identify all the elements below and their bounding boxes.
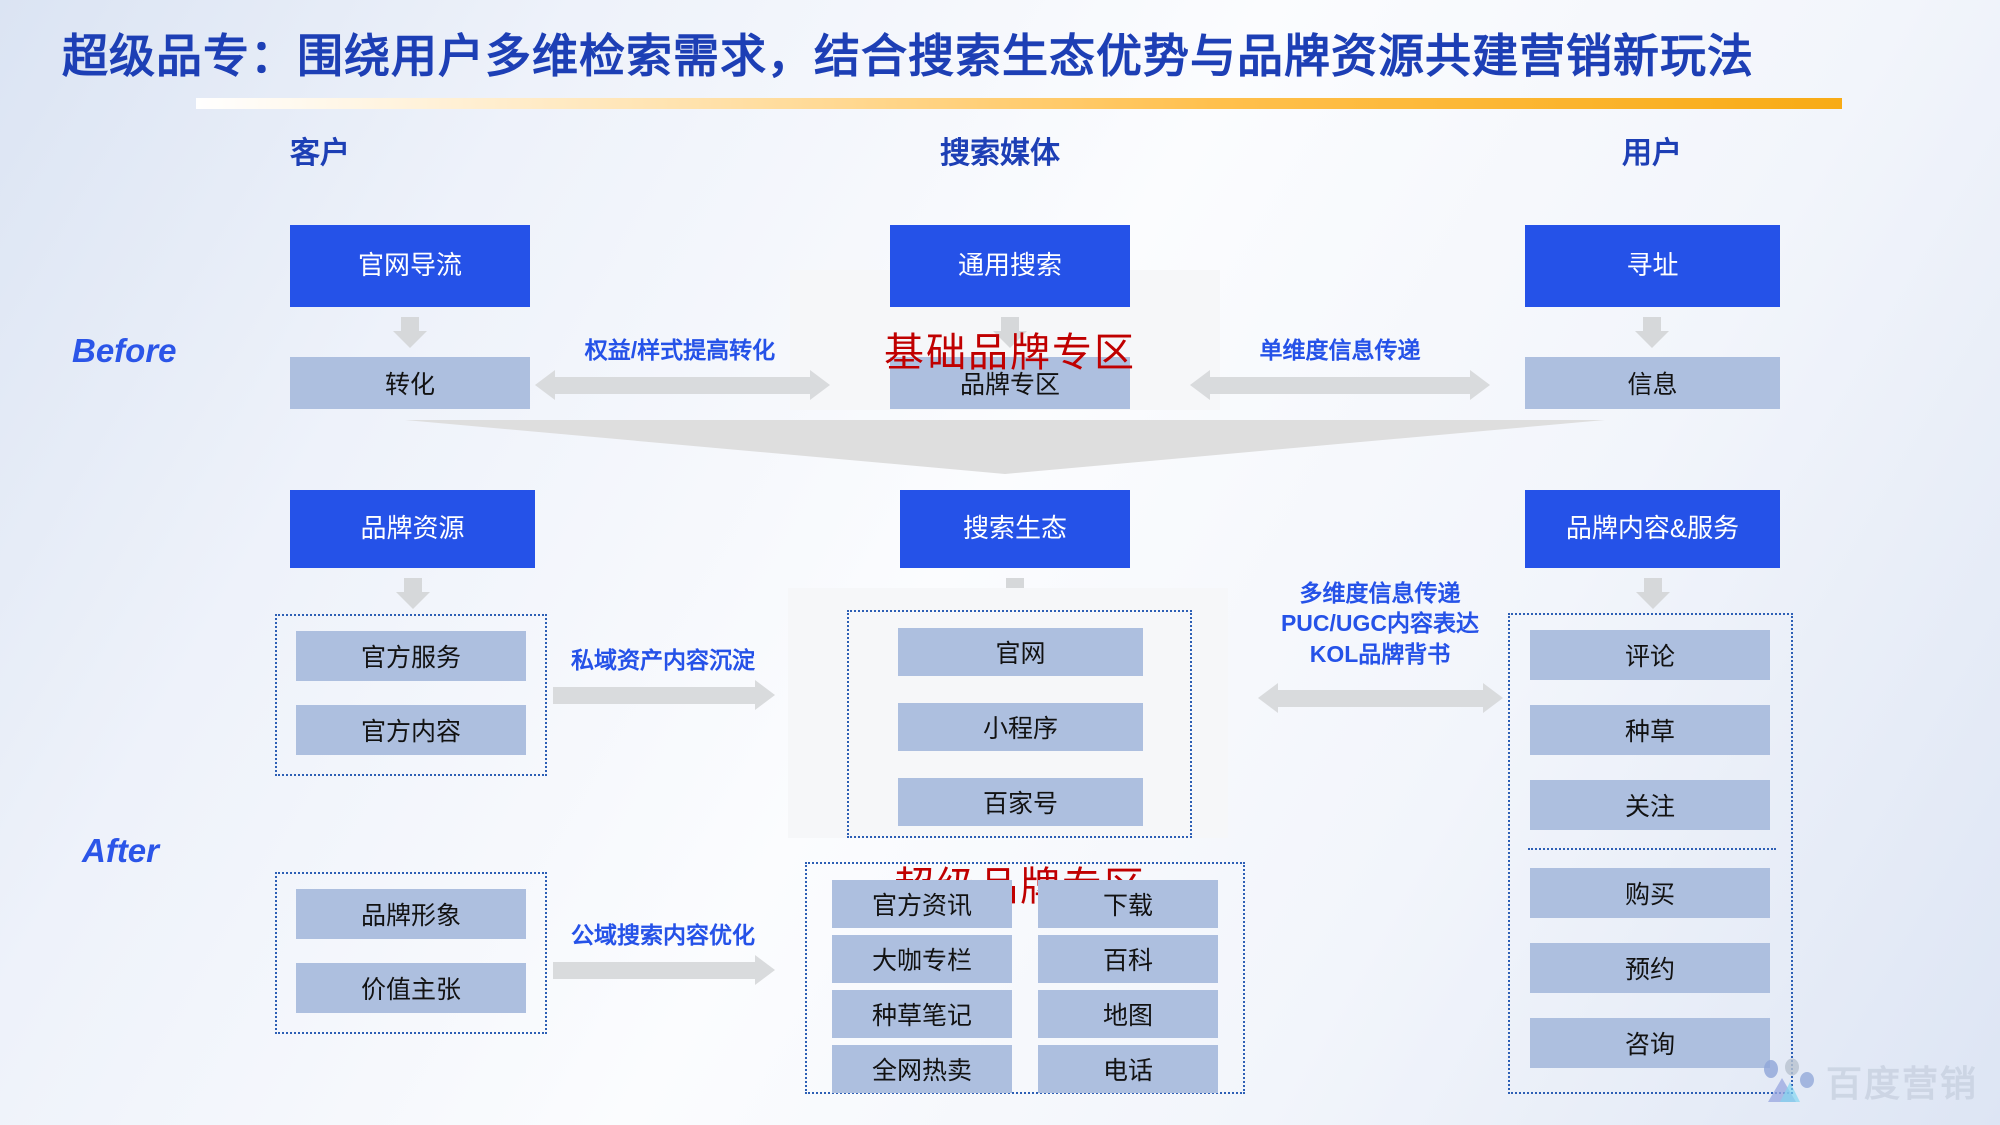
after-zone-item[interactable]: 地图 bbox=[1038, 990, 1218, 1038]
after-private-arrow-caption: 私域资产内容沉淀 bbox=[571, 647, 755, 673]
column-header-user: 用户 bbox=[1622, 137, 1682, 170]
after-brand-content-box[interactable]: 品牌内容&服务 bbox=[1525, 490, 1780, 568]
before-left-double-arrow-icon bbox=[535, 370, 830, 400]
title-block: 超级品专：围绕用户多维检索需求，结合搜索生态优势与品牌资源共建营销新玩法 bbox=[0, 28, 2000, 109]
baidu-paw-icon bbox=[1763, 1058, 1814, 1102]
after-public-item[interactable]: 品牌形象 bbox=[296, 889, 526, 939]
before-media-bottom-box[interactable]: 品牌专区 bbox=[890, 357, 1130, 409]
after-search-ecosystem-box[interactable]: 搜索生态 bbox=[900, 490, 1130, 568]
arrow-down-icon bbox=[1635, 317, 1669, 348]
watermark-text: 百度营销 bbox=[1825, 1063, 1978, 1104]
after-zone-item[interactable]: 种草笔记 bbox=[832, 990, 1012, 1038]
before-left-arrow-caption: 权益/样式提高转化 bbox=[584, 337, 776, 363]
stage-label-after: After bbox=[82, 832, 160, 869]
after-right-arrow-caption: 多维度信息传递 PUC/UGC内容表达 KOL品牌背书 bbox=[1255, 578, 1505, 669]
arrow-down-icon bbox=[396, 578, 430, 609]
after-zone-item[interactable]: 全网热卖 bbox=[832, 1045, 1012, 1093]
arrow-down-icon bbox=[393, 317, 427, 348]
before-right-arrow-caption: 单维度信息传递 bbox=[1259, 337, 1421, 363]
after-private-item[interactable]: 官方服务 bbox=[296, 631, 526, 681]
after-super-zone-frame bbox=[805, 862, 1245, 1094]
after-zone-item[interactable]: 官方资讯 bbox=[832, 880, 1012, 928]
after-user-action-item[interactable]: 咨询 bbox=[1530, 1018, 1770, 1068]
before-user-bottom-box[interactable]: 信息 bbox=[1525, 357, 1780, 409]
after-private-asset-frame bbox=[275, 614, 547, 776]
after-private-item[interactable]: 官方内容 bbox=[296, 705, 526, 755]
after-zone-item[interactable]: 下载 bbox=[1038, 880, 1218, 928]
after-user-action-item[interactable]: 预约 bbox=[1530, 943, 1770, 993]
column-header-media: 搜索媒体 bbox=[940, 137, 1060, 170]
after-public-arrow-caption: 公域搜索内容优化 bbox=[571, 922, 755, 948]
watermark-logo: 百度营销 bbox=[1762, 1055, 1978, 1107]
after-user-actions-frame bbox=[1508, 613, 1793, 1094]
before-customer-top-box[interactable]: 官网导流 bbox=[290, 225, 530, 307]
after-public-right-arrow-icon bbox=[553, 955, 775, 985]
after-ecosystem-item[interactable]: 官网 bbox=[898, 628, 1143, 676]
after-user-action-item[interactable]: 购买 bbox=[1530, 868, 1770, 918]
section-divider-chevron-icon bbox=[405, 420, 1605, 474]
after-right-arrow-caption-line: 多维度信息传递 bbox=[1299, 580, 1461, 606]
column-header-customer: 客户 bbox=[290, 137, 350, 170]
after-user-action-item[interactable]: 种草 bbox=[1530, 705, 1770, 755]
after-zone-item[interactable]: 百科 bbox=[1038, 935, 1218, 983]
page-title: 超级品专：围绕用户多维检索需求，结合搜索生态优势与品牌资源共建营销新玩法 bbox=[62, 30, 1754, 82]
after-private-right-arrow-icon bbox=[553, 680, 775, 710]
before-media-top-box[interactable]: 通用搜索 bbox=[890, 225, 1130, 307]
arrow-down-icon bbox=[993, 317, 1027, 348]
stage-label-before: Before bbox=[72, 332, 177, 369]
after-zone-item[interactable]: 电话 bbox=[1038, 1045, 1218, 1093]
arrow-down-icon bbox=[1636, 578, 1670, 609]
before-user-top-box[interactable]: 寻址 bbox=[1525, 225, 1780, 307]
after-ecosystem-item[interactable]: 小程序 bbox=[898, 703, 1143, 751]
after-public-item[interactable]: 价值主张 bbox=[296, 963, 526, 1013]
after-brand-resource-box[interactable]: 品牌资源 bbox=[290, 490, 535, 568]
title-underline-bar bbox=[196, 97, 1842, 109]
after-right-double-arrow-icon bbox=[1258, 683, 1503, 713]
before-right-double-arrow-icon bbox=[1190, 370, 1490, 400]
after-right-arrow-caption-line: PUC/UGC内容表达 bbox=[1280, 610, 1480, 637]
before-customer-bottom-box[interactable]: 转化 bbox=[290, 357, 530, 409]
after-public-asset-frame bbox=[275, 872, 547, 1034]
after-user-action-item[interactable]: 关注 bbox=[1530, 780, 1770, 830]
after-ecosystem-frame bbox=[847, 610, 1192, 838]
after-right-arrow-caption-line: KOL品牌背书 bbox=[1309, 640, 1451, 667]
after-user-action-item[interactable]: 评论 bbox=[1530, 630, 1770, 680]
after-ecosystem-item[interactable]: 百家号 bbox=[898, 778, 1143, 826]
after-user-actions-divider bbox=[1528, 848, 1776, 850]
after-zone-item[interactable]: 大咖专栏 bbox=[832, 935, 1012, 983]
before-overlay-caption: 基础品牌专区 bbox=[884, 331, 1136, 375]
